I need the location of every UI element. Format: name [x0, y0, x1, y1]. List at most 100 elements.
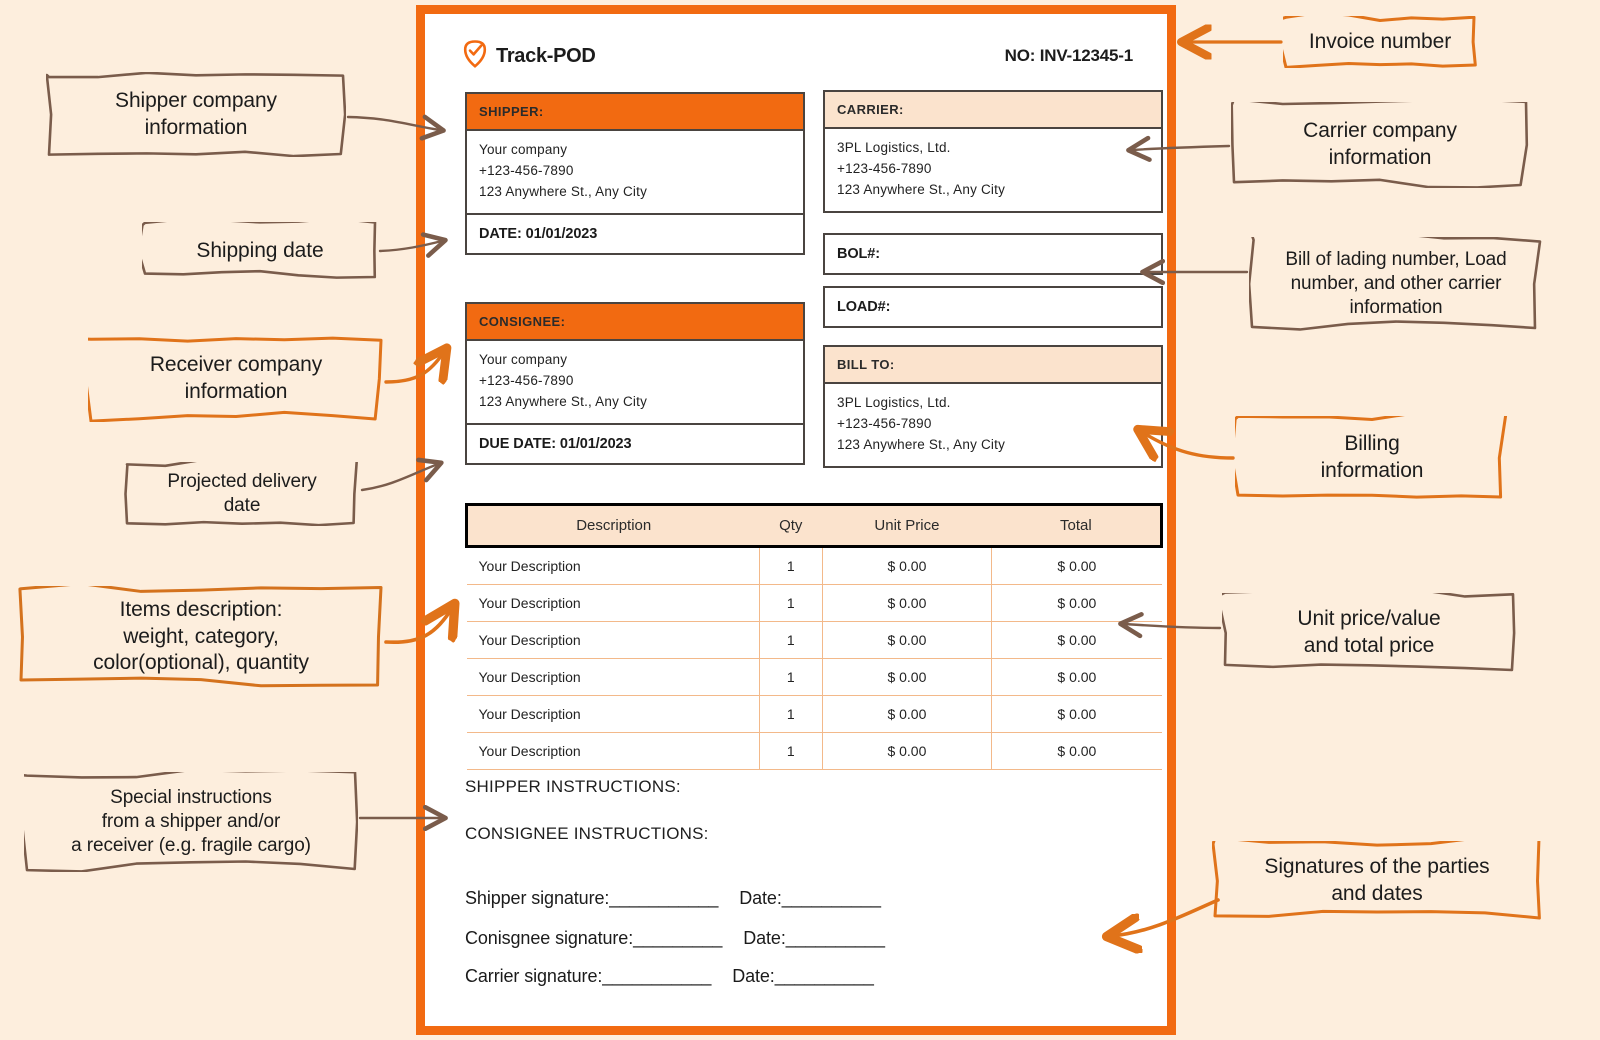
load-number-block: LOAD#: — [823, 286, 1163, 328]
invoice-number-value: NO: INV-12345-1 — [1004, 46, 1134, 65]
shipper-phone: +123-456-7890 — [479, 162, 574, 178]
col-qty: Qty — [759, 503, 823, 548]
document-header: Track-POD NO: INV-12345-1 — [463, 36, 1145, 76]
consignee-heading: CONSIGNEE: — [467, 304, 803, 339]
shield-check-pin-icon — [463, 39, 487, 73]
brand-name: Track-POD — [496, 44, 596, 67]
bill-to-heading: BILL TO: — [825, 347, 1161, 382]
consignee-phone: +123-456-7890 — [479, 372, 574, 388]
cell-unit-price: $ 0.00 — [821, 546, 993, 585]
cell-unit-price: $ 0.00 — [821, 621, 993, 659]
cell-qty: 1 — [758, 621, 823, 659]
cell-description: Your Description — [466, 695, 760, 733]
items-table-header: Description Qty Unit Price Total — [465, 503, 1163, 548]
invoice-document: Track-POD NO: INV-12345-1 SHIPPER: Your … — [416, 5, 1176, 1035]
carrier-phone: +123-456-7890 — [837, 160, 932, 176]
cell-qty: 1 — [758, 732, 823, 770]
cell-unit-price: $ 0.00 — [821, 732, 993, 770]
items-table: Description Qty Unit Price Total Your De… — [465, 503, 1163, 770]
cell-total: $ 0.00 — [991, 732, 1162, 770]
cell-description: Your Description — [466, 546, 760, 585]
due-date-value: DUE DATE: 01/01/2023 — [467, 422, 803, 463]
cell-total: $ 0.00 — [991, 658, 1162, 696]
bol-number-block: BOL#: — [823, 233, 1163, 275]
cell-description: Your Description — [466, 732, 760, 770]
consignee-company: Your company — [479, 352, 568, 367]
carrier-signature-label: Carrier signature:___________ — [465, 966, 712, 986]
carrier-address: 123 Anywhere St., Any City — [837, 181, 1006, 197]
bill-to-block: BILL TO: 3PL Logistics, Ltd. +123-456-78… — [823, 345, 1163, 468]
carrier-signature-row: Carrier signature:___________ Date:_____… — [465, 966, 874, 987]
bill-to-phone: +123-456-7890 — [837, 415, 932, 431]
bill-to-address: 123 Anywhere St., Any City — [837, 436, 1006, 452]
brand-logo: Track-POD — [463, 39, 596, 73]
consignee-signature-date: Date:__________ — [743, 928, 885, 948]
carrier-details: 3PL Logistics, Ltd. +123-456-7890 123 An… — [825, 127, 1161, 211]
callout-text: Items description:weight, category,color… — [93, 597, 309, 675]
consignee-address: 123 Anywhere St., Any City — [479, 393, 648, 409]
col-total: Total — [991, 503, 1163, 548]
cell-qty: 1 — [758, 658, 823, 696]
load-label: LOAD#: — [837, 299, 891, 315]
consignee-details: Your company +123-456-7890 123 Anywhere … — [467, 339, 803, 423]
carrier-block: CARRIER: 3PL Logistics, Ltd. +123-456-78… — [823, 90, 1163, 213]
shipper-details: Your company +123-456-7890 123 Anywhere … — [467, 129, 803, 213]
shipping-date-value: DATE: 01/01/2023 — [467, 212, 803, 253]
cell-total: $ 0.00 — [991, 584, 1162, 622]
shipper-company: Your company — [479, 142, 568, 157]
bol-label: BOL#: — [837, 246, 881, 262]
cell-unit-price: $ 0.00 — [821, 658, 993, 696]
cell-description: Your Description — [466, 584, 760, 622]
consignee-instructions-label: CONSIGNEE INSTRUCTIONS: — [465, 824, 709, 843]
shipper-address: 123 Anywhere St., Any City — [479, 183, 648, 199]
shipper-block: SHIPPER: Your company +123-456-7890 123 … — [465, 92, 805, 255]
shipper-signature-date: Date:__________ — [739, 888, 881, 908]
table-header-row: Description Qty Unit Price Total — [465, 503, 1163, 548]
bill-to-company: 3PL Logistics, Ltd. — [837, 395, 951, 410]
cell-total: $ 0.00 — [991, 546, 1162, 585]
callout-items-description: Items description:weight, category,color… — [18, 586, 384, 688]
shipper-signature-label: Shipper signature:___________ — [465, 888, 719, 908]
cell-total: $ 0.00 — [991, 621, 1162, 659]
carrier-signature-date: Date:__________ — [732, 966, 874, 986]
carrier-company: 3PL Logistics, Ltd. — [837, 140, 951, 155]
cell-qty: 1 — [758, 695, 823, 733]
consignee-signature-label: Conisgnee signature:_________ — [465, 928, 723, 948]
cell-description: Your Description — [466, 658, 760, 696]
shipper-instructions-label: SHIPPER INSTRUCTIONS: — [465, 777, 681, 796]
callout-invoice-number: Invoice number — [1283, 16, 1477, 68]
carrier-heading: CARRIER: — [825, 92, 1161, 127]
callout-shipping-date: Shipping date — [142, 222, 378, 280]
cell-qty: 1 — [758, 546, 823, 585]
cell-unit-price: $ 0.00 — [821, 695, 993, 733]
cell-qty: 1 — [758, 584, 823, 622]
col-description: Description — [465, 503, 760, 548]
consignee-signature-row: Conisgnee signature:_________ Date:_____… — [465, 928, 885, 949]
shipper-heading: SHIPPER: — [467, 94, 803, 129]
consignee-block: CONSIGNEE: Your company +123-456-7890 12… — [465, 302, 805, 465]
callout-text: Invoice number — [1308, 29, 1452, 53]
